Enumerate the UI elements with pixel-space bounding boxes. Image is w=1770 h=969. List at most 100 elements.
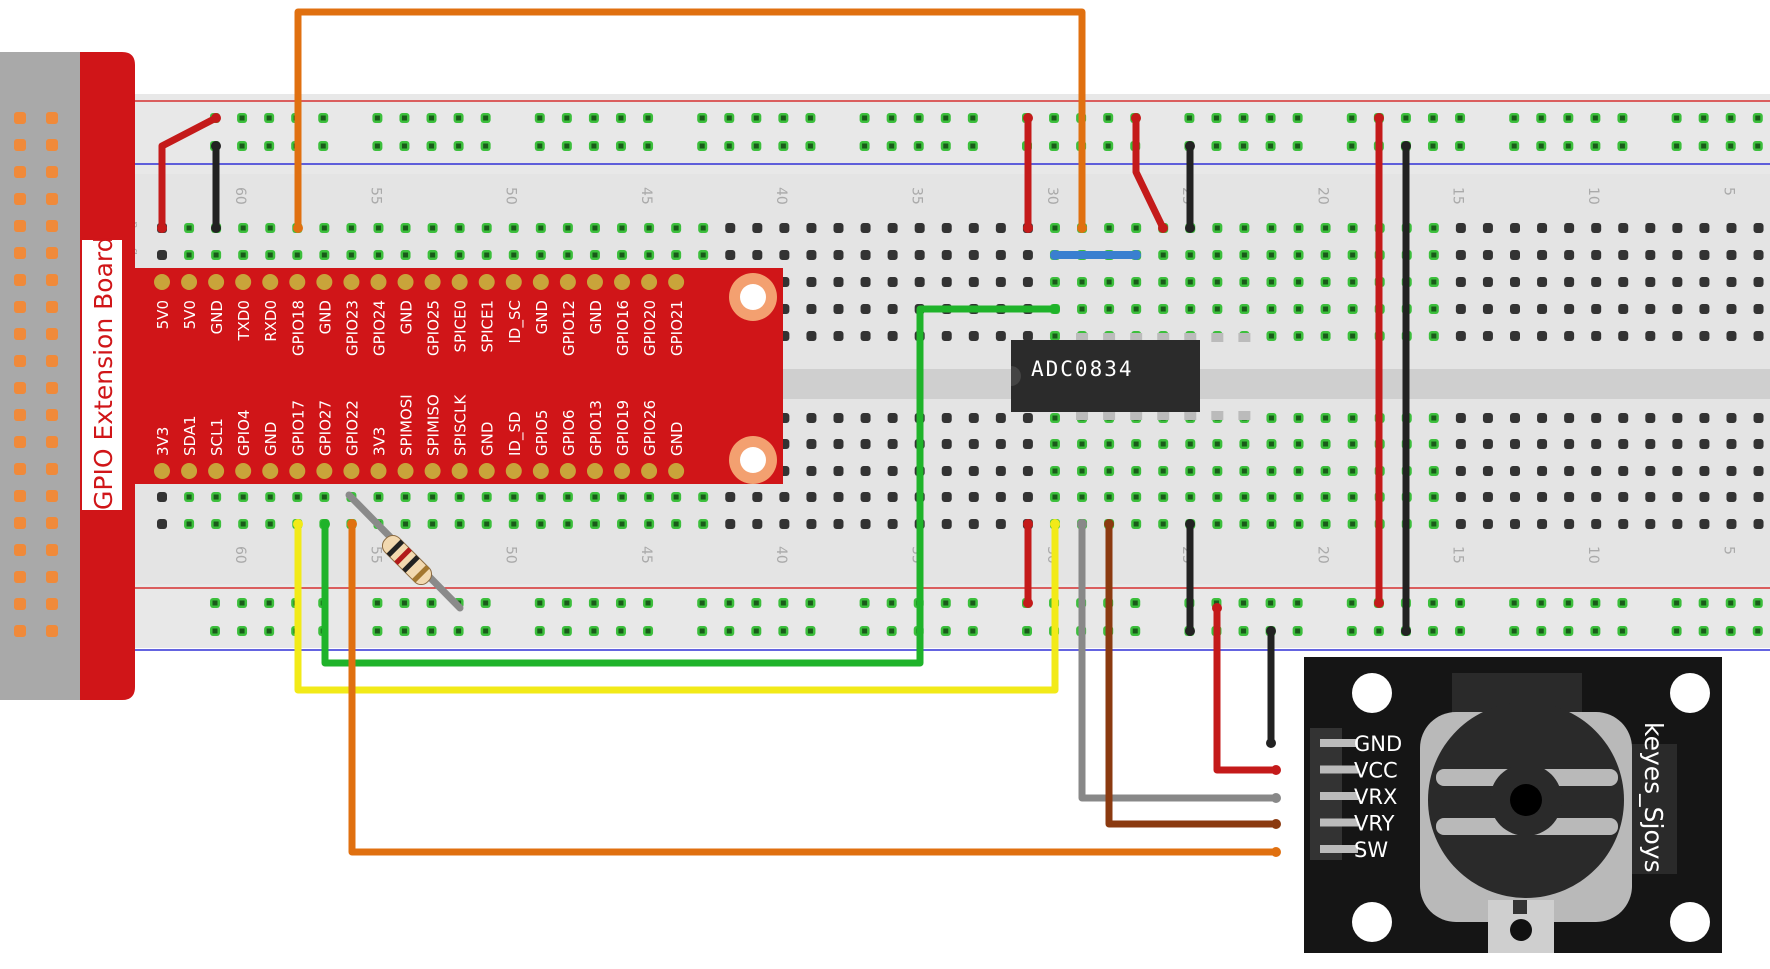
hole-center (1296, 333, 1302, 339)
hole (1699, 519, 1710, 529)
hole (1699, 277, 1710, 287)
hole-center (1241, 225, 1247, 231)
header-pin (14, 436, 26, 448)
hole-center (321, 494, 327, 500)
pin-label: GND (479, 422, 497, 456)
hole (1591, 413, 1602, 423)
hole-center (1296, 468, 1302, 474)
joystick-pin-label: VRY (1354, 812, 1395, 836)
column-number: 10 (1585, 546, 1601, 564)
wire-yellow-end (1050, 519, 1060, 529)
hole-center (1133, 306, 1139, 312)
pin-pad (370, 463, 387, 479)
rail-hole-center (618, 600, 624, 606)
header-pin (46, 112, 58, 124)
hole (1618, 223, 1629, 233)
hole (725, 519, 736, 529)
header-pin (14, 463, 26, 475)
hole (1537, 519, 1548, 529)
header-pin (14, 301, 26, 313)
hole (1537, 466, 1548, 476)
board-title-plate (82, 240, 122, 510)
pin-label: TXD0 (235, 300, 253, 342)
header-pin (46, 517, 58, 529)
hole (833, 223, 844, 233)
hole-center (267, 225, 273, 231)
pin-pad (586, 274, 603, 290)
hole-center (240, 521, 246, 527)
hole-center (700, 494, 706, 500)
hole-center (1268, 441, 1274, 447)
pin-label: 5V0 (154, 300, 172, 329)
hole (1672, 466, 1683, 476)
hole-center (1268, 306, 1274, 312)
chip-body (1011, 340, 1200, 412)
hole (860, 519, 871, 529)
hole-center (1350, 441, 1356, 447)
pin-pad (397, 274, 414, 290)
rail-hole-center (1511, 600, 1517, 606)
hole-center (1241, 279, 1247, 285)
hole (995, 223, 1006, 233)
wire-orange-bottom (348, 520, 1280, 856)
hole-center (1323, 415, 1329, 421)
hole-center (1133, 468, 1139, 474)
pin-pad (424, 274, 441, 290)
pin-pad (559, 274, 576, 290)
rail-hole-center (401, 628, 407, 634)
hole (860, 223, 871, 233)
hole (860, 250, 871, 260)
hole (941, 223, 952, 233)
hole-center (1350, 279, 1356, 285)
hole (779, 519, 790, 529)
hole-center (619, 521, 625, 527)
hole-center (592, 225, 598, 231)
rail-hole-center (1565, 115, 1571, 121)
hole-center (430, 252, 436, 258)
hole-center (1323, 521, 1329, 527)
pin-label: ID_SC (506, 300, 525, 343)
hole-center (1241, 252, 1247, 258)
hole (1455, 492, 1466, 502)
header-pin (14, 139, 26, 151)
chip-legs (1076, 333, 1251, 420)
hole (779, 223, 790, 233)
joystick-pin (1320, 818, 1358, 827)
header-pin (14, 220, 26, 232)
hole (1672, 439, 1683, 449)
hole-center (511, 494, 517, 500)
rail-hole-center (1701, 628, 1707, 634)
rail-hole-center (1592, 115, 1598, 121)
hole-center (1133, 441, 1139, 447)
hole-center (1187, 441, 1193, 447)
hole-center (1431, 279, 1437, 285)
hole (1591, 304, 1602, 314)
hole (1482, 277, 1493, 287)
header-pin (14, 409, 26, 421)
column-number: 50 (503, 187, 519, 205)
rail-hole-center (726, 600, 732, 606)
rail-hole-center (1619, 143, 1625, 149)
rail-hole-center (889, 628, 895, 634)
chip-leg (1130, 333, 1143, 342)
column-number: 40 (773, 546, 789, 564)
rail-hole-center (1376, 628, 1382, 634)
rail-hole-center (970, 143, 976, 149)
hole (1699, 250, 1710, 260)
rail-hole-center (699, 143, 705, 149)
breakout-pcb (135, 268, 783, 484)
hole (968, 439, 979, 449)
rail-hole-center (266, 115, 272, 121)
hole (1726, 413, 1737, 423)
header-pin (46, 571, 58, 583)
hole-center (484, 252, 490, 258)
rail-hole-center (320, 143, 326, 149)
wire-yellow (294, 520, 1059, 694)
pin-pad (614, 274, 631, 290)
hole (1482, 331, 1493, 341)
hole (1645, 223, 1656, 233)
hole (1699, 492, 1710, 502)
hole (887, 519, 898, 529)
rail-hole-center (1268, 115, 1274, 121)
rail-hole-center (239, 143, 245, 149)
